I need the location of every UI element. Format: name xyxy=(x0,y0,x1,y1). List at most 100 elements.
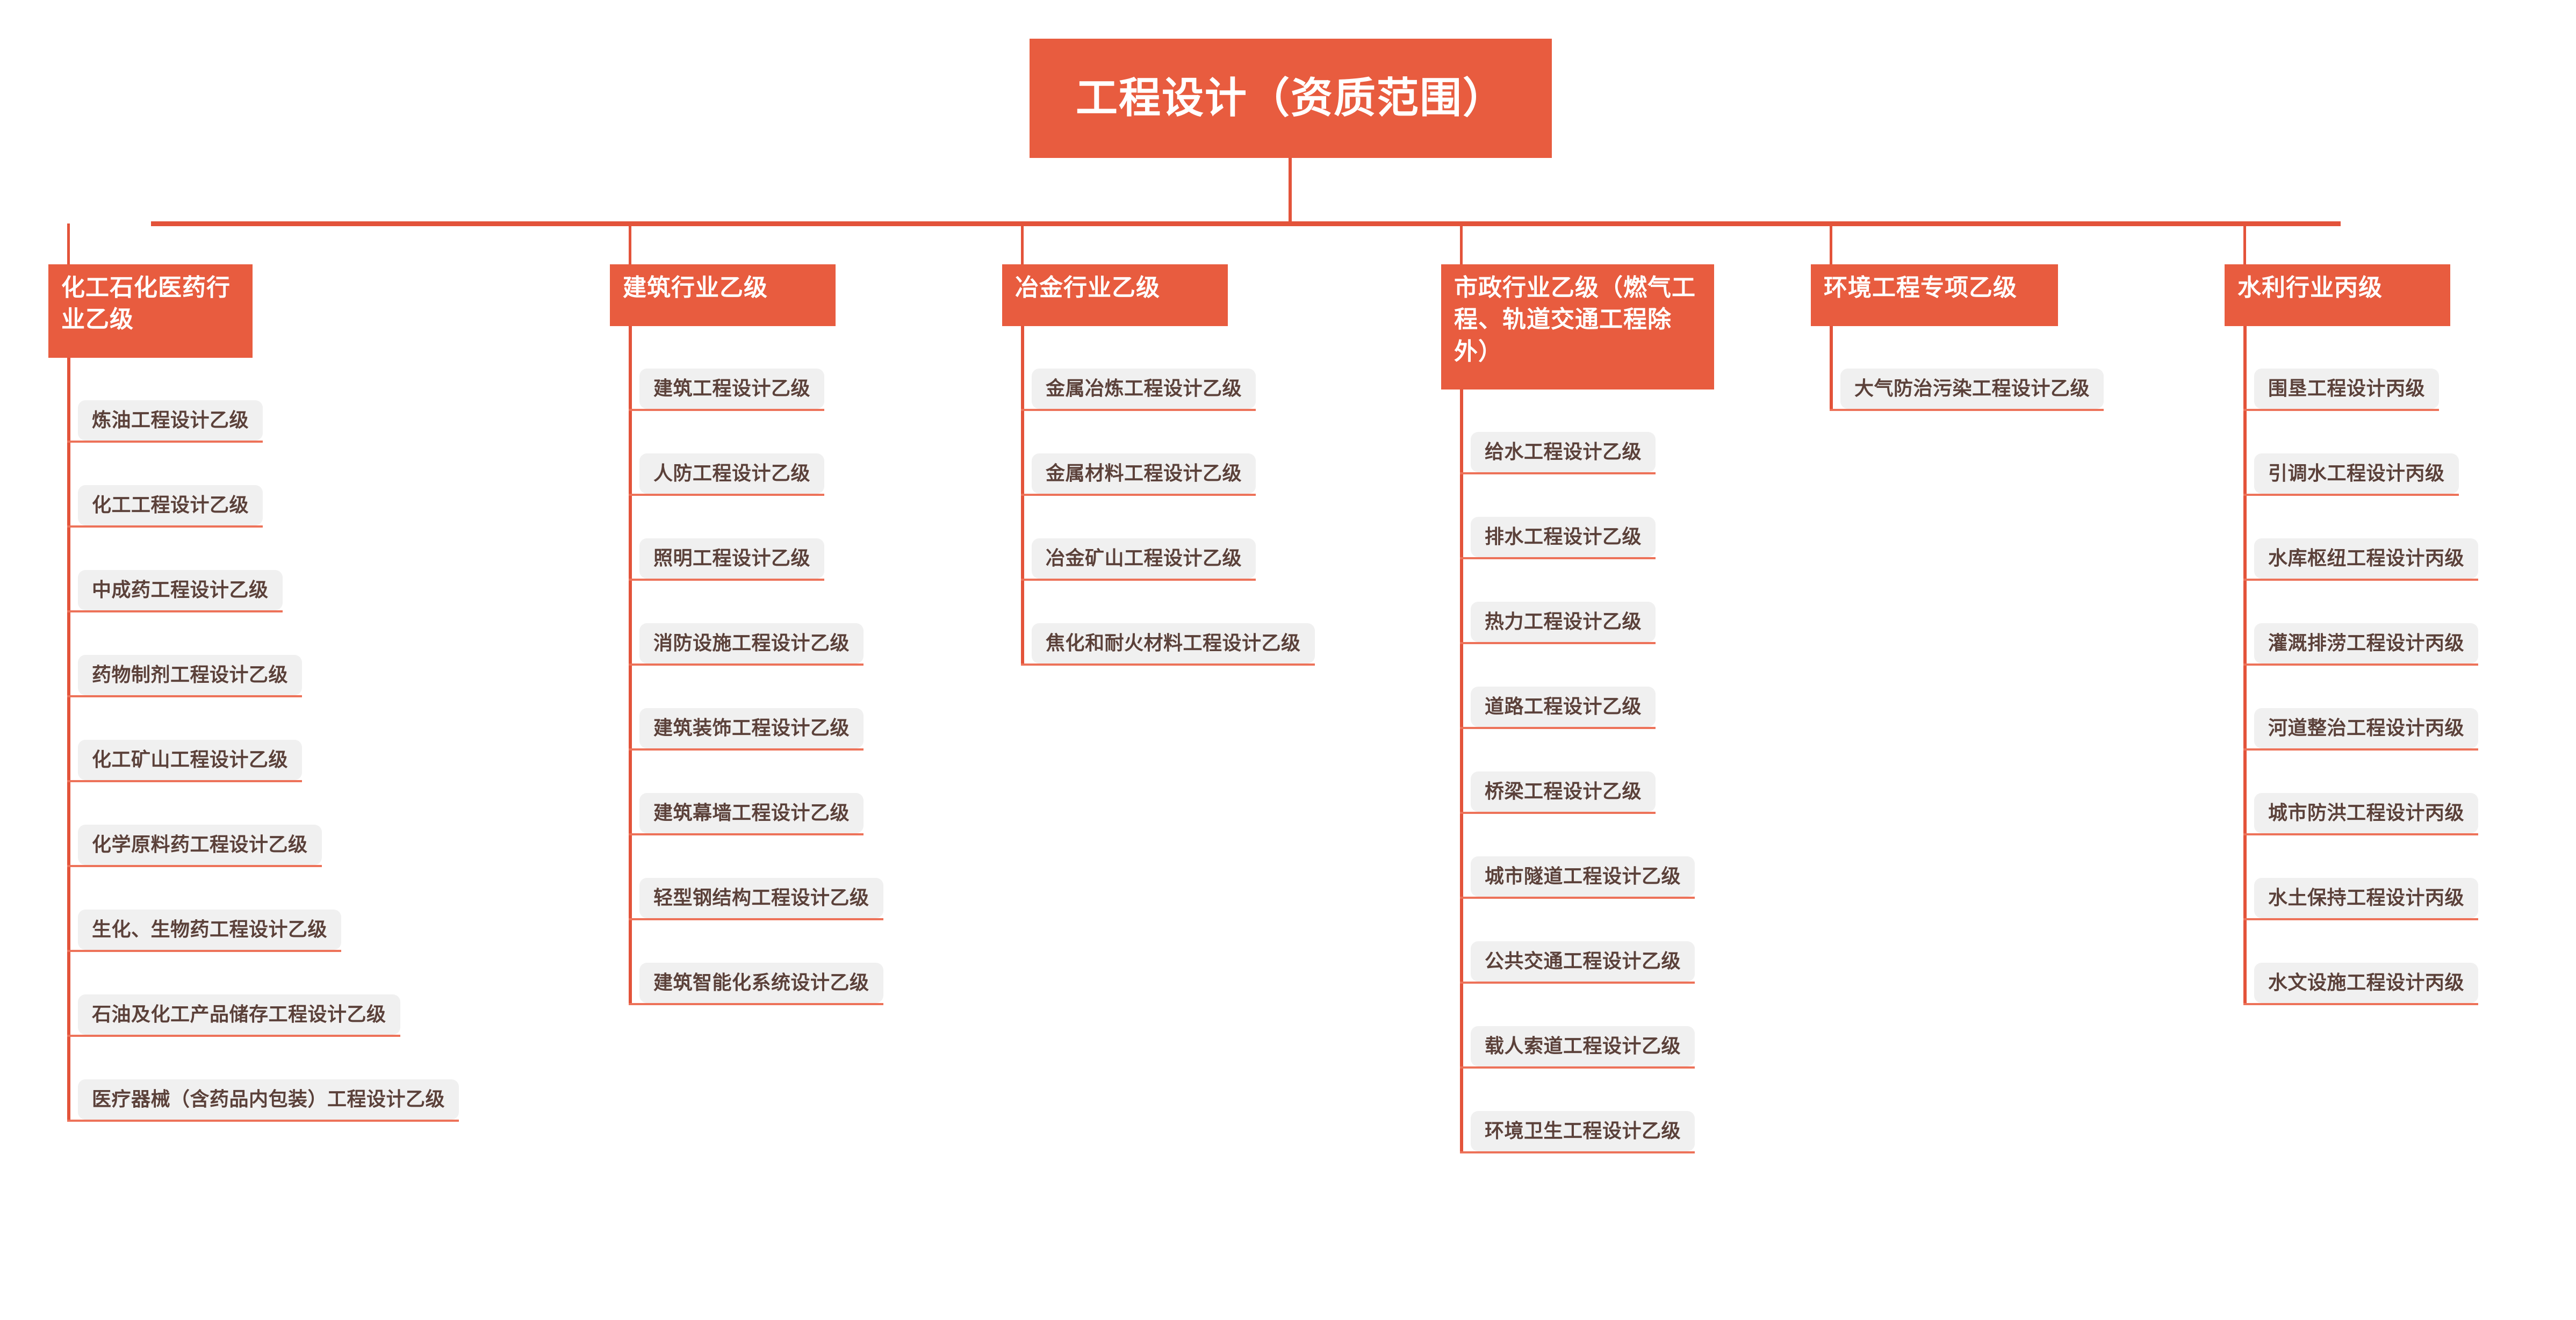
branch-drop-connector-5 xyxy=(1830,223,1832,264)
branch-header-label: 建筑行业乙级 xyxy=(623,275,768,301)
branch-item-box[interactable]: 建筑工程设计乙级 xyxy=(639,369,825,409)
branch-spine-connector-5 xyxy=(1830,326,1833,411)
branch-item-box[interactable]: 医疗器械（含药品内包装）工程设计乙级 xyxy=(78,1079,459,1120)
branch-item-row: 医疗器械（含药品内包装）工程设计乙级 xyxy=(48,1037,459,1122)
branch-item-label: 环境卫生工程设计乙级 xyxy=(1485,1120,1681,1142)
branch-item-box[interactable]: 大气防治污染工程设计乙级 xyxy=(1840,369,2104,409)
branch-item-underline xyxy=(1460,897,1695,899)
branch-item-box[interactable]: 环境卫生工程设计乙级 xyxy=(1471,1111,1695,1151)
branch-item-box[interactable]: 金属材料工程设计乙级 xyxy=(1032,453,1256,494)
branch-item-underline xyxy=(2243,918,2478,920)
branch-item-box[interactable]: 建筑幕墙工程设计乙级 xyxy=(639,793,864,833)
branch-header-2[interactable]: 建筑行业乙级 xyxy=(610,264,836,326)
branch-item-label: 城市防洪工程设计丙级 xyxy=(2268,802,2465,824)
branch-item-row: 建筑装饰工程设计乙级 xyxy=(610,666,864,751)
branch-item-box[interactable]: 灌溉排涝工程设计丙级 xyxy=(2254,623,2479,663)
branch-item-box[interactable]: 焦化和耐火材料工程设计乙级 xyxy=(1032,623,1315,663)
branch-item-box[interactable]: 水库枢纽工程设计丙级 xyxy=(2254,538,2479,579)
branch-item-row: 金属冶炼工程设计乙级 xyxy=(1002,326,1256,411)
branch-header-4[interactable]: 市政行业乙级（燃气工程、轨道交通工程除外） xyxy=(1441,264,1714,389)
branch-spine-connector-4 xyxy=(1460,389,1463,1153)
branch-header-3[interactable]: 冶金行业乙级 xyxy=(1002,264,1228,326)
branch-item-box[interactable]: 水土保持工程设计丙级 xyxy=(2254,878,2479,918)
branch-item-underline xyxy=(1460,1066,1695,1069)
branch-spine-connector-3 xyxy=(1021,326,1024,666)
branch-item-box[interactable]: 道路工程设计乙级 xyxy=(1471,687,1656,727)
branch-item-box[interactable]: 石油及化工产品储存工程设计乙级 xyxy=(78,994,400,1035)
branch-item-box[interactable]: 水文设施工程设计丙级 xyxy=(2254,963,2479,1003)
branch-header-6[interactable]: 水利行业丙级 xyxy=(2225,264,2450,326)
branch-item-box[interactable]: 桥梁工程设计乙级 xyxy=(1471,771,1656,812)
branch-item-box[interactable]: 围垦工程设计丙级 xyxy=(2254,369,2440,409)
branch-header-1[interactable]: 化工石化医药行业乙级 xyxy=(48,264,253,358)
branch-item-row: 道路工程设计乙级 xyxy=(1441,644,1714,729)
branch-header-5[interactable]: 环境工程专项乙级 xyxy=(1811,264,2058,326)
branch-item-box[interactable]: 冶金矿山工程设计乙级 xyxy=(1032,538,1256,579)
branch-item-label: 生化、生物药工程设计乙级 xyxy=(92,918,328,940)
branch-item-label: 水土保持工程设计丙级 xyxy=(2268,886,2465,908)
branch-item-label: 建筑工程设计乙级 xyxy=(653,377,811,399)
branch-item-underline xyxy=(2243,579,2478,581)
branch-item-box[interactable]: 人防工程设计乙级 xyxy=(639,453,825,494)
branch-item-row: 化工工程设计乙级 xyxy=(48,443,263,528)
branch-item-box[interactable]: 化工工程设计乙级 xyxy=(78,485,263,525)
branch-item-row: 排水工程设计乙级 xyxy=(1441,474,1714,559)
root-vertical-connector xyxy=(1289,158,1292,223)
branch-spine-connector-6 xyxy=(2243,326,2247,1005)
branch-item-label: 排水工程设计乙级 xyxy=(1485,525,1642,547)
branch-item-underline xyxy=(2243,1003,2478,1005)
branch-item-label: 炼油工程设计乙级 xyxy=(92,409,249,431)
branch-item-box[interactable]: 河道整治工程设计丙级 xyxy=(2254,708,2479,748)
branch-item-box[interactable]: 轻型钢结构工程设计乙级 xyxy=(639,878,883,918)
branch-item-label: 医疗器械（含药品内包装）工程设计乙级 xyxy=(92,1088,445,1110)
branch-item-box[interactable]: 热力工程设计乙级 xyxy=(1471,602,1656,642)
branch-item-underline xyxy=(629,833,864,835)
branch-item-underline xyxy=(67,950,341,952)
branch-item-row: 灌溉排涝工程设计丙级 xyxy=(2225,581,2479,666)
branch-item-row: 石油及化工产品储存工程设计乙级 xyxy=(48,952,400,1037)
branch-item-label: 城市隧道工程设计乙级 xyxy=(1485,865,1681,887)
branch-item-underline xyxy=(1460,1151,1695,1153)
branch-item-box[interactable]: 引调水工程设计丙级 xyxy=(2254,453,2459,494)
branch-item-box[interactable]: 生化、生物药工程设计乙级 xyxy=(78,910,342,950)
branch-item-underline xyxy=(67,695,302,697)
branch-spine-connector-1 xyxy=(67,358,70,1122)
branch-item-box[interactable]: 建筑智能化系统设计乙级 xyxy=(639,963,883,1003)
branch-item-row: 水库枢纽工程设计丙级 xyxy=(2225,496,2479,581)
branch-item-label: 建筑装饰工程设计乙级 xyxy=(653,717,850,739)
branch-drop-connector-4 xyxy=(1460,223,1463,264)
branch-item-box[interactable]: 消防设施工程设计乙级 xyxy=(639,623,864,663)
branch-item-label: 道路工程设计乙级 xyxy=(1485,695,1642,717)
branch-item-underline xyxy=(2243,748,2478,751)
branch-item-row: 金属材料工程设计乙级 xyxy=(1002,411,1256,496)
branch-item-box[interactable]: 排水工程设计乙级 xyxy=(1471,517,1656,557)
branch-item-box[interactable]: 中成药工程设计乙级 xyxy=(78,570,283,610)
branch-column-1: 化工石化医药行业乙级炼油工程设计乙级化工工程设计乙级中成药工程设计乙级药物制剂工… xyxy=(48,264,459,1122)
branch-item-underline xyxy=(67,1035,400,1037)
branch-item-box[interactable]: 照明工程设计乙级 xyxy=(639,538,825,579)
branch-item-underline xyxy=(2243,663,2478,666)
branch-item-box[interactable]: 药物制剂工程设计乙级 xyxy=(78,655,303,695)
branch-item-label: 冶金矿山工程设计乙级 xyxy=(1046,547,1242,569)
branch-item-box[interactable]: 公共交通工程设计乙级 xyxy=(1471,941,1695,982)
branch-item-box[interactable]: 城市隧道工程设计乙级 xyxy=(1471,856,1695,897)
branch-item-row: 载人索道工程设计乙级 xyxy=(1441,984,1714,1069)
branch-item-box[interactable]: 载人索道工程设计乙级 xyxy=(1471,1026,1695,1066)
root-node[interactable]: 工程设计（资质范围） xyxy=(1030,39,1552,158)
branch-item-box[interactable]: 化学原料药工程设计乙级 xyxy=(78,825,322,865)
branch-item-box[interactable]: 建筑装饰工程设计乙级 xyxy=(639,708,864,748)
branch-drop-connector-6 xyxy=(2243,223,2246,264)
branch-item-label: 引调水工程设计丙级 xyxy=(2268,462,2445,484)
branch-item-label: 焦化和耐火材料工程设计乙级 xyxy=(1046,632,1301,654)
branch-item-box[interactable]: 化工矿山工程设计乙级 xyxy=(78,740,303,780)
branch-item-box[interactable]: 给水工程设计乙级 xyxy=(1471,432,1656,472)
branch-item-row: 照明工程设计乙级 xyxy=(610,496,836,581)
branch-item-label: 轻型钢结构工程设计乙级 xyxy=(653,886,869,908)
branch-item-box[interactable]: 炼油工程设计乙级 xyxy=(78,400,263,441)
branch-item-box[interactable]: 金属冶炼工程设计乙级 xyxy=(1032,369,1256,409)
branch-item-row: 水文设施工程设计丙级 xyxy=(2225,920,2479,1005)
branch-item-box[interactable]: 城市防洪工程设计丙级 xyxy=(2254,793,2479,833)
branch-column-4: 市政行业乙级（燃气工程、轨道交通工程除外） 给水工程设计乙级排水工程设计乙级热力工… xyxy=(1441,264,1714,1153)
branch-item-row: 围垦工程设计丙级 xyxy=(2225,326,2450,411)
